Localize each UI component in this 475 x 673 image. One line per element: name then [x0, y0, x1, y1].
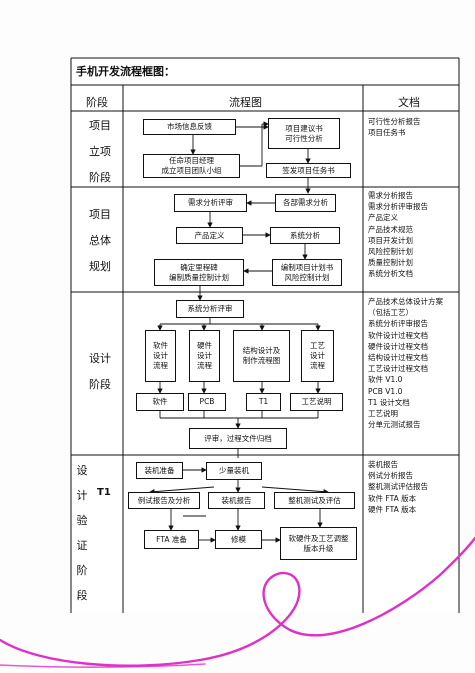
box-hardware-flow: 硬件 设计 流程: [189, 330, 220, 382]
box-full-test: 整机测试及评估: [274, 492, 355, 509]
box-fta-prep: FTA 准备: [144, 530, 199, 549]
docs-design: 产品技术总体设计方案 （包括工艺） 系统分析评审报告 软件设计过程文档 硬件设计…: [368, 297, 443, 430]
box-requirement-review: 需求分析评审: [174, 194, 247, 212]
box-software-flow: 软件 设计 流程: [145, 330, 176, 382]
stage-t1-label: T1: [97, 487, 111, 498]
box-assembly-prep: 装机准备: [136, 462, 183, 479]
box-issue-task: 签发项目任务书: [266, 163, 351, 178]
box-proposal: 项目建议书 可行性分析: [268, 118, 340, 149]
document-title: 手机开发流程框图：: [76, 65, 175, 78]
box-system-review: 系统分析评审: [176, 300, 244, 318]
box-mold-repair: 修模: [215, 530, 262, 549]
box-system-analysis: 系统分析: [270, 227, 340, 244]
stage-verification: 设 计 验 证 阶 段: [76, 464, 88, 602]
header-stage: 阶段: [86, 96, 108, 109]
box-milestones: 确定里程碑 编制质量控制计划: [154, 259, 244, 286]
stage-planning: 项目 总体 规划: [89, 208, 111, 273]
header-flow: 流程图: [229, 96, 262, 109]
box-process-flow: 工艺 设计 流程: [301, 330, 334, 382]
box-t1: T1: [246, 393, 281, 411]
box-software: 软件: [136, 393, 184, 411]
docs-verification: 装机报告 例试分析报告 整机测试评估报告 软件 FTA 版本 硬件 FTA 版本: [368, 460, 428, 514]
header-docs: 文档: [398, 96, 420, 109]
stage-initiation: 项目 立项 阶段: [89, 119, 111, 184]
box-assembly-report: 装机报告: [208, 492, 265, 509]
docs-initiation: 可行性分析报告 项目任务书: [368, 117, 421, 138]
docs-planning: 需求分析报告 需求分析评审报告 产品定义 产品技术规范 项目开发计划 风险控制计…: [368, 191, 428, 279]
box-process-spec: 工艺说明: [290, 393, 343, 411]
box-appoint-pm: 任命项目经理 成立项目团队小组: [143, 154, 240, 178]
box-project-plan: 编制项目计划书 风险控制计划: [272, 259, 342, 286]
box-pcb: PCB: [188, 393, 226, 411]
stage-design: 设计 阶段: [89, 352, 111, 391]
box-review-archive: 评审，过程文件归档: [189, 428, 287, 449]
box-dept-requirements: 各部需求分析: [275, 194, 336, 212]
box-market-feedback: 市场信息反馈: [143, 119, 236, 135]
box-test-report: 例试报告及分析: [128, 492, 200, 509]
box-structure-flow: 结构设计及 制作流程图: [233, 330, 290, 382]
box-version-upgrade: 软硬件及工艺调整 版本升级: [280, 527, 357, 560]
box-product-definition: 产品定义: [176, 227, 243, 244]
box-small-assembly: 少量装机: [206, 462, 262, 480]
